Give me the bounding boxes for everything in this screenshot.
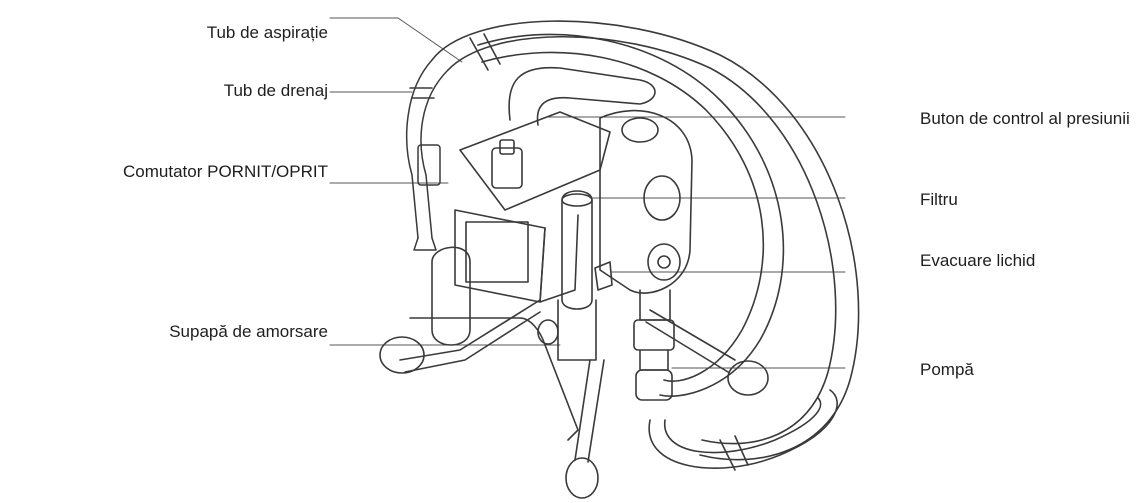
pump-fitting-nut: [633, 319, 675, 351]
leg-cap-rear: [565, 457, 599, 499]
pump-coupling: [635, 369, 673, 401]
housing-top: [459, 111, 611, 211]
label-comutator: Comutator PORNIT/OPRIT: [123, 162, 328, 181]
suction-hose-inner: [447, 35, 837, 445]
leg-cap-left: [379, 336, 425, 374]
fluid-outlet-center: [657, 255, 671, 269]
leader-lines: [329, 17, 846, 369]
rear-leg: [574, 359, 605, 463]
lower-hose-inner: [664, 397, 822, 454]
pump-fitting-lower: [639, 349, 669, 371]
drain-tube: [405, 59, 449, 251]
pump-head: [537, 109, 693, 401]
hose-cuff-bottom: [719, 435, 749, 471]
housing-panel: [465, 221, 529, 283]
label-pompa: Pompă: [920, 360, 974, 379]
hoses: [431, 20, 860, 471]
front-leg-left-inner: [404, 311, 541, 373]
drain-tube-end: [413, 237, 437, 251]
lower-hose-outer: [648, 389, 838, 469]
on-off-switch-button: [499, 139, 515, 155]
motor-housing: [431, 111, 611, 346]
label-buton-control-presiune: Buton de control al presiunii: [920, 109, 1130, 128]
return-hose-outer: [477, 33, 785, 397]
gauge-dial: [643, 175, 681, 221]
hose-cuff-top: [469, 33, 501, 71]
support-bar: [409, 317, 579, 441]
label-supapa-amorsare: Supapă de amorsare: [169, 322, 328, 341]
left-cylinder: [431, 246, 471, 346]
pressure-knob: [621, 117, 659, 143]
label-filtru: Filtru: [920, 190, 958, 209]
label-evacuare-lichid: Evacuare lichid: [920, 251, 1036, 270]
drain-tube-clamp: [409, 87, 435, 99]
drain-tube-line-a: [405, 59, 433, 239]
carry-handle: [508, 66, 656, 126]
fluid-outlet: [647, 243, 681, 281]
pump-fitting-upper: [639, 289, 671, 321]
drain-tube-line-b: [420, 69, 449, 239]
leader-line-tub-aspiratie: [329, 17, 463, 63]
pump-head-body: [599, 109, 693, 294]
frame: [379, 66, 769, 499]
drain-tube-fitting: [417, 144, 441, 186]
filter-column: [561, 190, 593, 310]
right-leg: [645, 309, 736, 373]
pump-knob: [594, 261, 613, 291]
front-leg-left: [399, 299, 541, 361]
label-tub-aspiratie: Tub de aspirație: [206, 23, 328, 42]
label-tub-drenaj: Tub de drenaj: [223, 81, 328, 100]
return-hose-inner: [481, 51, 765, 382]
on-off-switch: [491, 147, 523, 189]
priming-valve: [537, 319, 559, 345]
suction-hose-outer: [431, 20, 860, 461]
housing-side: [539, 214, 579, 303]
leg-cap-right: [727, 360, 769, 396]
filter-cap: [561, 193, 593, 207]
